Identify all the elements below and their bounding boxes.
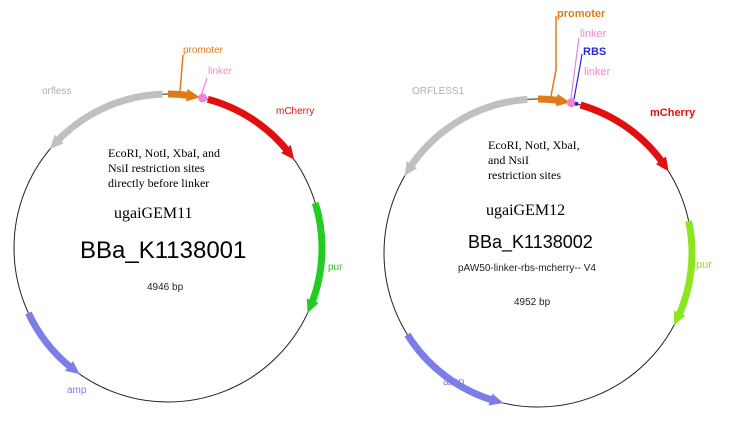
construct-subtitle: pAW50-linker-rbs-mcherry-- V4 bbox=[458, 263, 596, 274]
feature-label-linker-2: linker bbox=[580, 28, 607, 40]
feature-label-linker: linker bbox=[208, 66, 232, 77]
orfless1-feature-arrowhead bbox=[404, 161, 418, 176]
pur-feature-arrowhead bbox=[306, 298, 319, 314]
amp-feature bbox=[25, 311, 74, 371]
amp-feature-arrowhead bbox=[64, 361, 80, 375]
mcherry-2-feature-arrowhead bbox=[655, 156, 669, 172]
restriction-note-2-line-2: and NsiI bbox=[488, 153, 529, 167]
restriction-note-2-line-3: restriction sites bbox=[488, 168, 561, 182]
part-id: BBa_K1138001 bbox=[80, 237, 247, 264]
rbs-2-leader bbox=[573, 53, 583, 100]
feature-label-pur-2: pur bbox=[696, 259, 712, 271]
pur-feature bbox=[308, 201, 326, 305]
promoter-1-leader bbox=[179, 54, 184, 93]
feature-label-rbs: RBS bbox=[583, 46, 607, 58]
promoter-2-feature bbox=[537, 95, 560, 104]
feature-label-pur: pur bbox=[328, 262, 343, 273]
restriction-note-line-2: NsiI restriction sites bbox=[108, 161, 205, 175]
orfless-feature bbox=[54, 90, 163, 144]
restriction-note-line-3: directly before linker bbox=[108, 176, 210, 190]
mcherry-2-feature bbox=[579, 101, 666, 165]
part-id-2: BBa_K1138002 bbox=[468, 232, 593, 252]
orfless1-feature bbox=[407, 95, 528, 169]
orfless-feature-arrowhead bbox=[50, 134, 64, 150]
pur-2-feature-arrowhead bbox=[673, 310, 686, 326]
rbs-feature bbox=[574, 101, 579, 106]
feature-label-linker-2b: linker bbox=[584, 66, 611, 78]
amp-2-feature bbox=[404, 332, 495, 404]
promoter-feature bbox=[167, 90, 190, 99]
feature-label-orfless1: ORFLESS1 bbox=[412, 86, 465, 97]
linker-2-feature bbox=[566, 98, 576, 108]
construct-name: ugaiGEM11 bbox=[114, 205, 193, 222]
plasmid-2-features bbox=[404, 93, 696, 406]
mcherry-feature-arrowhead bbox=[281, 144, 295, 160]
amp-2-feature-arrowhead bbox=[488, 393, 504, 406]
restriction-note-line-1: EcoRI, NotI, XbaI, and bbox=[108, 146, 220, 160]
plasmid-1-features bbox=[25, 88, 326, 375]
mcherry-feature bbox=[206, 95, 291, 154]
feature-label-amp-2: amp bbox=[443, 376, 465, 388]
feature-label-promoter: promoter bbox=[183, 45, 224, 56]
pur-2-feature bbox=[675, 220, 696, 318]
promoter-2-feature-arrowhead bbox=[556, 93, 571, 107]
feature-label-orfless: orfless bbox=[42, 86, 72, 97]
feature-label-promoter-2: promoter bbox=[557, 8, 606, 20]
feature-label-mcherry: mCherry bbox=[276, 106, 315, 117]
feature-label-amp: amp bbox=[67, 385, 87, 396]
linker-1-leader bbox=[200, 77, 208, 97]
feature-label-mcherry-2: mCherry bbox=[650, 107, 696, 119]
plasmid-size-2: 4952 bp bbox=[514, 297, 551, 308]
plasmid-size: 4946 bp bbox=[147, 282, 184, 293]
promoter-feature-arrowhead bbox=[186, 88, 201, 102]
linker-feature bbox=[198, 93, 208, 103]
restriction-note-2-line-1: EcoRI, NotI, XbaI, bbox=[488, 138, 580, 152]
promoter-2-leader bbox=[550, 16, 557, 97]
linker-2-leader bbox=[570, 37, 580, 99]
construct-name-2: ugaiGEM12 bbox=[486, 202, 566, 219]
